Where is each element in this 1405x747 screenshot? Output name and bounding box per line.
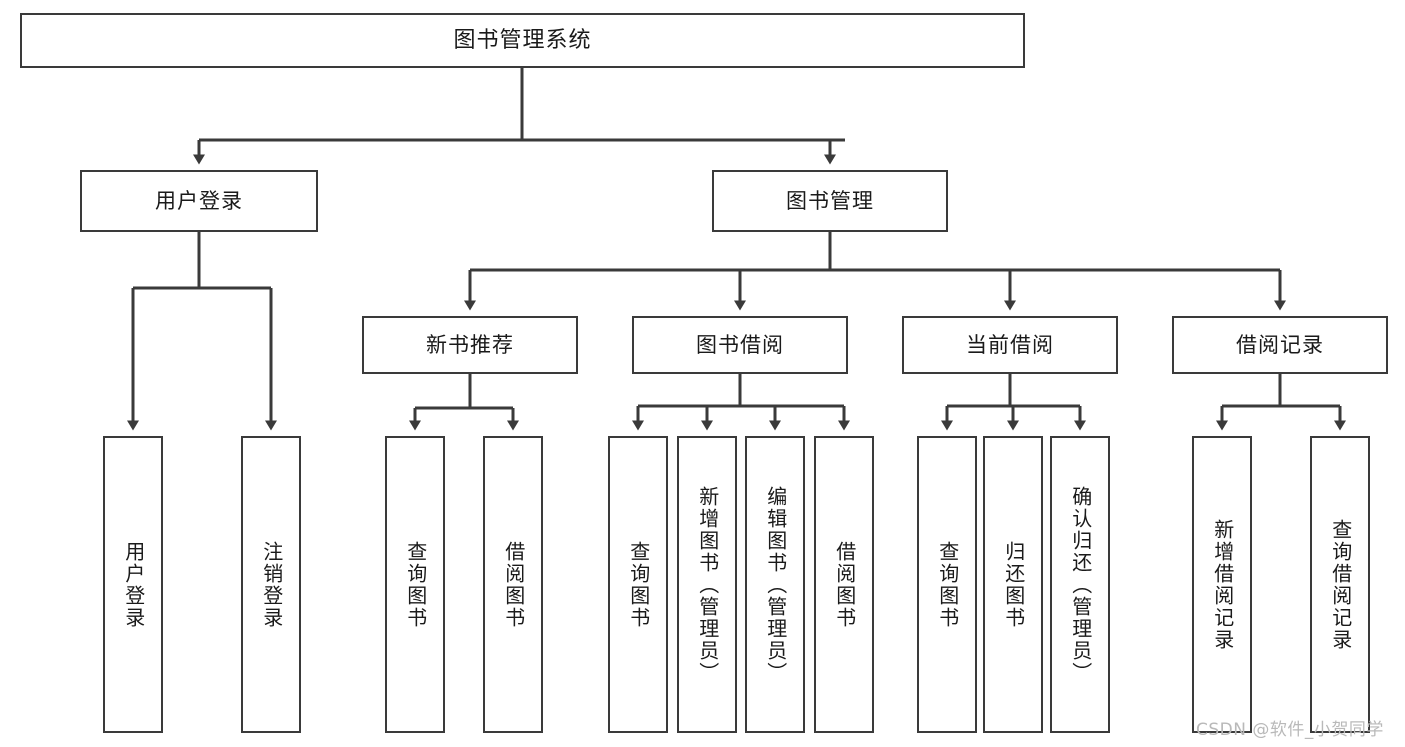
leaf-borrow-edit-book-admin[interactable]: 编辑图书（管理员） — [745, 436, 805, 733]
leaf-borrow-add-book-admin[interactable]: 新增图书（管理员） — [677, 436, 737, 733]
leaf-label: 查询图书 — [935, 540, 960, 629]
node-book-borrow[interactable]: 图书借阅 — [632, 316, 848, 374]
csdn-watermark: CSDN @软件_小贺同学 — [1196, 720, 1384, 740]
leaf-current-confirm-return-admin[interactable]: 确认归还（管理员） — [1050, 436, 1110, 733]
leaf-label: 确认归还（管理员） — [1068, 485, 1093, 684]
leaf-label: 新增图书（管理员） — [695, 485, 720, 684]
node-book-management[interactable]: 图书管理 — [712, 170, 948, 232]
leaf-label: 新增借阅记录 — [1210, 518, 1235, 651]
leaf-label: 注销登录 — [259, 540, 284, 629]
leaf-user-login-login[interactable]: 用户登录 — [103, 436, 163, 733]
leaf-record-add-record[interactable]: 新增借阅记录 — [1192, 436, 1252, 733]
leaf-user-login-logout[interactable]: 注销登录 — [241, 436, 301, 733]
node-new-book-recommend[interactable]: 新书推荐 — [362, 316, 578, 374]
leaf-label: 借阅图书 — [501, 540, 526, 629]
leaf-label: 查询图书 — [403, 540, 428, 629]
node-user-login[interactable]: 用户登录 — [80, 170, 318, 232]
leaf-label: 编辑图书（管理员） — [763, 485, 788, 684]
leaf-borrow-borrow-book[interactable]: 借阅图书 — [814, 436, 874, 733]
leaf-label: 查询图书 — [626, 540, 651, 629]
leaf-current-query-book[interactable]: 查询图书 — [917, 436, 977, 733]
node-current-borrow[interactable]: 当前借阅 — [902, 316, 1118, 374]
leaf-recommend-borrow-book[interactable]: 借阅图书 — [483, 436, 543, 733]
leaf-current-return-book[interactable]: 归还图书 — [983, 436, 1043, 733]
leaf-record-query-record[interactable]: 查询借阅记录 — [1310, 436, 1370, 733]
node-root-system[interactable]: 图书管理系统 — [20, 13, 1025, 68]
node-borrow-record[interactable]: 借阅记录 — [1172, 316, 1388, 374]
leaf-label: 借阅图书 — [832, 540, 857, 629]
leaf-label: 用户登录 — [121, 540, 146, 629]
leaf-label: 归还图书 — [1001, 540, 1026, 629]
leaf-recommend-query-book[interactable]: 查询图书 — [385, 436, 445, 733]
leaf-borrow-query-book[interactable]: 查询图书 — [608, 436, 668, 733]
leaf-label: 查询借阅记录 — [1328, 518, 1353, 651]
